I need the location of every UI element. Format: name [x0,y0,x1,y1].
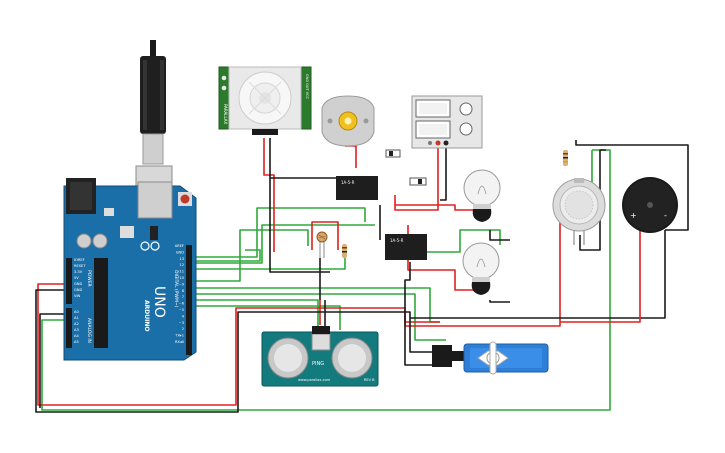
photoresistor [316,231,328,258]
wire-black-pir2 [269,178,330,273]
wire-green-relay2 [420,229,501,253]
analog-pin-5: A5 [74,340,79,344]
power-pin-2: 3.3V [74,270,83,274]
digital-pin-6: ~9 [179,282,185,286]
wire-green-pin13 [190,207,366,258]
digital-header [186,245,192,355]
digital-pin-12: ~3 [179,321,184,325]
pir-pin-label: GND OUT VCC [305,74,309,100]
digital-pin-0: AREF [175,244,184,248]
wire-black-gas [579,149,606,251]
wire-green-pin4 [190,305,341,330]
wire-black-a0 [39,313,70,408]
analog-header [66,308,72,348]
buzzer-plus-label: + [630,211,637,220]
ultrasonic-sub-label: www.parallax.com [298,378,331,382]
arduino-analog-label: ANALOG IN [86,318,92,343]
power-pin-labels: IOREF RESET 3.3V 5V GND GND VIN [74,258,86,298]
digital-pin-4: ~11 [176,270,184,274]
wire-black-gnd [35,289,440,413]
digital-pin-labels: AREF GND 13 12 ~11 ~10 ~9 8 7 ~6 ~5 4 ~3 2TX▸1RX◂0 [174,244,184,344]
slide-switch-2[interactable] [409,177,427,186]
digital-pin-8: 7 [182,295,184,299]
usb-cable-icon [135,40,173,207]
relay-2: 1A-5-R [385,234,427,260]
analog-pin-3: A3 [74,328,79,332]
pir-motion-sensor: PARALLAX GND OUT VCC [218,66,312,135]
power-pin-1: RESET [74,264,86,268]
wire-red-motor [345,145,357,168]
power-pin-4: GND [74,282,82,286]
wire-green-a1 [41,149,611,411]
digital-pin-1: GND [176,250,184,254]
analog-pin-0: A0 [74,310,79,314]
light-bulb-icon [463,169,501,222]
power-pin-6: VIN [74,294,81,298]
resistor-gas [563,150,568,166]
gas-sensor-icon [552,178,606,245]
slide-switch-1[interactable] [385,149,401,158]
analog-pin-2: A2 [74,322,79,326]
relay-2-label: 1A-5-R [390,238,404,243]
wires [35,138,689,413]
wire-black-rail [410,230,666,319]
relay-1: 1A-5-R [336,176,378,200]
wire-red-ldr-loop [311,221,339,250]
wire-black-supply [440,148,447,201]
arduino-logo-icon [140,241,160,251]
arduino-power-label: POWER [86,270,92,287]
wire-black-bulb [489,230,510,241]
digital-pin-7: 8 [182,289,185,293]
digital-pin-2: 13 [179,257,184,261]
analog-pin-4: A4 [74,334,79,338]
digital-pin-14: TX▸1 [174,334,184,338]
wire-green-pin12 [190,224,375,264]
wire-green-pin9 [190,229,309,282]
power-pin-5: GND [74,288,82,292]
wire-red-supply [394,148,439,211]
digital-pin-11: 4 [182,314,185,318]
digital-pin-5: ~10 [176,276,184,280]
arduino-uno-board: ARDUINO UNO DIGITAL (PWM~) POWER ANALOG … [63,40,197,361]
wire-green-pin8 [190,287,440,323]
arduino-digital-label: DIGITAL (PWM~) [173,270,179,308]
power-header [66,258,72,304]
digital-pin-3: 12 [179,263,184,267]
buzzer-minus-label: - [664,211,667,220]
dc-motor-icon [321,95,375,147]
pir-side-label: PARALLAX [223,104,228,125]
ultrasonic-pin-label: PING [312,361,324,367]
wire-black-relay2-out [404,262,435,366]
arduino-brand-label: ARDUINO [143,300,150,331]
ultrasonic-rev-label: REV B [364,378,375,382]
light-bulb-icon [462,242,500,295]
wire-black-pir [269,138,340,179]
wire-green-pin5 [190,299,319,330]
power-pin-3: 5V [74,276,79,280]
power-supply-icon [411,95,483,149]
wire-green-pin11 [190,258,346,270]
ultrasonic-sensor: PING www.parallax.com REV B [261,326,379,387]
servo-motor [432,341,549,375]
analog-pin-1: A1 [74,316,79,320]
relay-1-label: 1A-5-R [341,180,355,185]
wire-red-relay-bulb [395,204,478,211]
wire-green-pin3 [190,249,261,262]
resistor-ldr [342,244,347,258]
digital-pin-15: RX◂0 [175,340,185,344]
power-pin-0: IOREF [74,258,85,262]
wire-black-bulb2 [489,300,510,303]
wire-green-pin7 [190,293,446,341]
wire-red-pir [263,138,275,252]
digital-pin-10: ~5 [179,308,184,312]
digital-pin-9: ~6 [179,302,185,306]
wire-black-buzzer [575,140,689,231]
digital-pin-13: 2 [182,327,184,331]
buzzer: + - [622,177,678,233]
arduino-model-label: UNO [151,286,167,318]
